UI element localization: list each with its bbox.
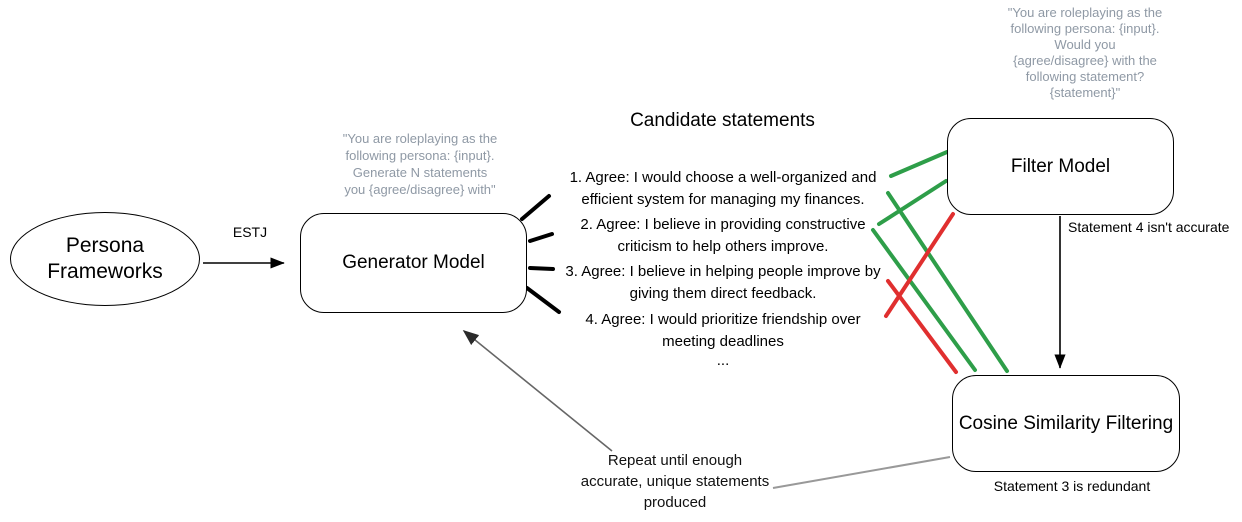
- statement2-to-cosine-accept-line: [871, 228, 977, 372]
- candidate-statements-title: Candidate statements: [630, 110, 815, 131]
- repeat-arrow: [462, 329, 613, 452]
- candidate-statement-1: 1. Agree: I would choose a well-organize…: [569, 169, 877, 208]
- estj-edge-label: ESTJ: [232, 224, 268, 240]
- generator-prompt-text: "You are roleplaying as the following pe…: [342, 131, 498, 197]
- candidate-statement-ellipsis: ...: [716, 352, 730, 369]
- cosine-edge-note: Statement 3 is redundant: [993, 478, 1151, 494]
- generator-tick-2: [528, 232, 554, 243]
- filter-prompt-text: "You are roleplaying as the following pe…: [1007, 5, 1163, 100]
- filter-model-node: Filter Model: [947, 118, 1174, 215]
- persona-frameworks-node: Persona Frameworks: [10, 212, 200, 306]
- statement1-to-cosine-accept-line: [886, 191, 1009, 373]
- filter-edge-note: Statement 4 isn't accurate: [1068, 219, 1230, 235]
- generator-tick-3: [528, 266, 555, 271]
- candidate-statement-2: 2. Agree: I believe in providing constru…: [580, 216, 866, 255]
- cosine-similarity-filtering-node: Cosine Similarity Filtering: [952, 375, 1180, 472]
- statement3-to-cosine-reject-line: [886, 279, 958, 374]
- statement1-to-filter-accept-line: [889, 150, 949, 178]
- generator-tick-4: [525, 286, 561, 314]
- persona-frameworks-label: Persona Frameworks: [47, 234, 163, 283]
- candidate-statement-3: 3. Agree: I believe in helping people im…: [565, 263, 881, 302]
- filter-to-statement4-reject-line: [884, 212, 955, 318]
- generator-model-label: Generator Model: [342, 252, 485, 273]
- generator-tick-1: [520, 194, 551, 221]
- repeat-to-cosine-connector: [772, 456, 951, 489]
- repeat-loop-note: Repeat until enough accurate, unique sta…: [580, 452, 770, 511]
- generator-model-node: Generator Model: [300, 213, 527, 313]
- statement2-to-filter-accept-line: [877, 179, 948, 226]
- cosine-similarity-filtering-label: Cosine Similarity Filtering: [958, 412, 1174, 434]
- candidate-statement-4: 4. Agree: I would prioritize friendship …: [585, 311, 861, 350]
- filter-model-label: Filter Model: [1010, 155, 1111, 177]
